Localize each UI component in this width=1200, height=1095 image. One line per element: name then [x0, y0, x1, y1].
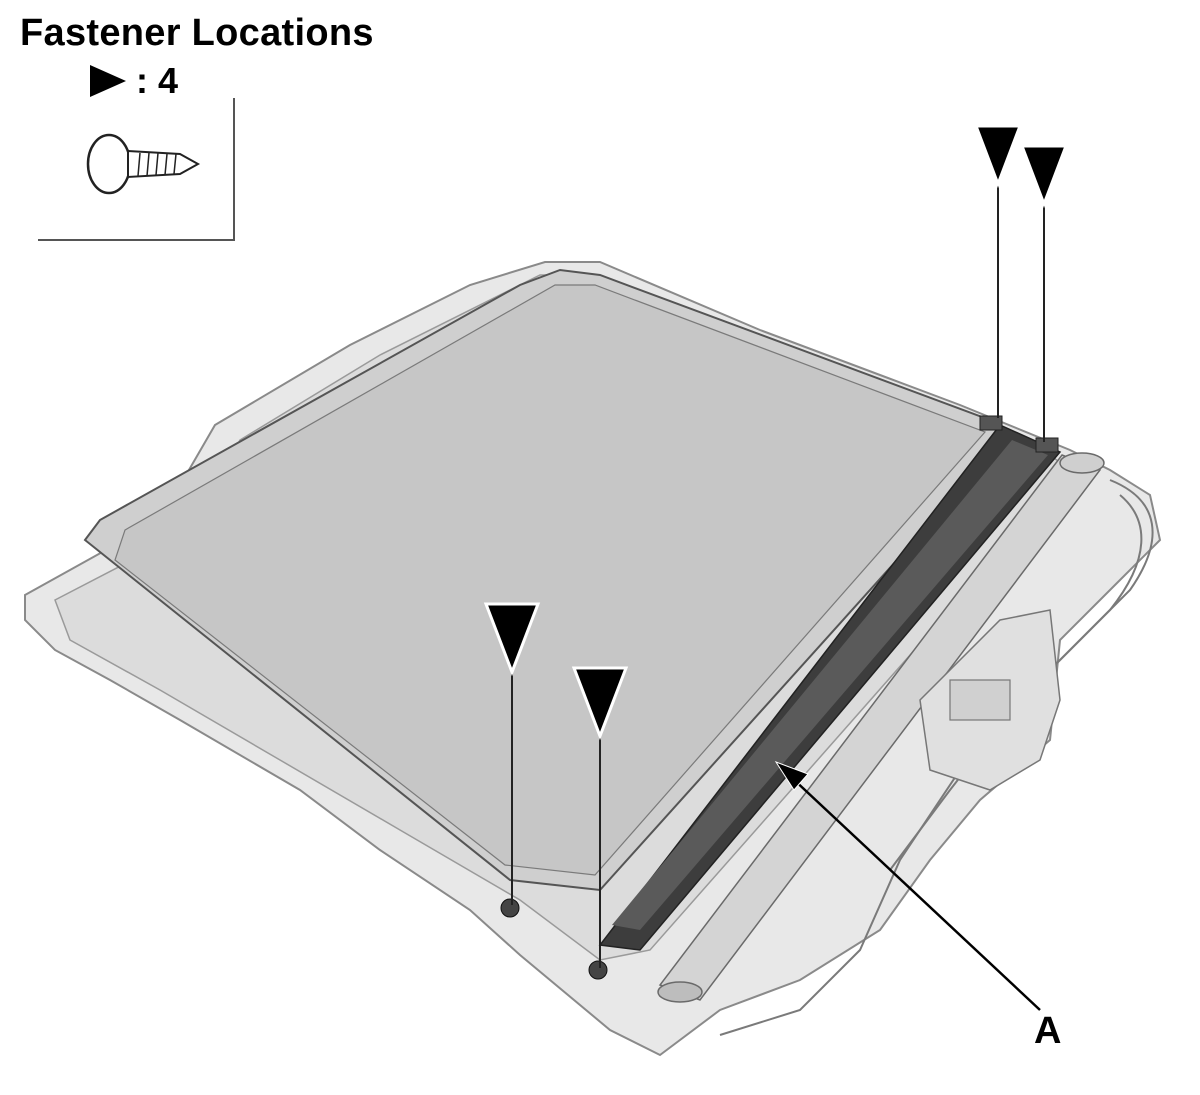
fastener-point-4	[588, 960, 608, 980]
tapping-screw-icon	[86, 133, 201, 195]
roller-tube	[657, 452, 1105, 1003]
fastener-marker-triangle-icon	[90, 65, 126, 97]
fastener-count: : 4	[88, 60, 178, 102]
fastener-point-1	[979, 415, 1003, 431]
fastener-marker-triangle-icon	[1019, 144, 1069, 209]
motor-bracket	[919, 609, 1061, 791]
drive-cables	[719, 479, 1154, 1036]
fastener-legend-box	[38, 98, 235, 241]
page-title: Fastener Locations	[20, 12, 374, 54]
callout-label-a: A	[1034, 1010, 1062, 1052]
fastener-marker-triangle-icon	[571, 666, 629, 741]
fastener-point-2	[1035, 437, 1059, 453]
callout-a-leader	[774, 761, 1041, 1011]
fastener-count-value: : 4	[136, 60, 179, 101]
fastener-marker-triangle-icon	[483, 602, 541, 677]
fastener-point-3	[500, 898, 520, 918]
fastener-marker-triangle-icon	[973, 124, 1023, 189]
